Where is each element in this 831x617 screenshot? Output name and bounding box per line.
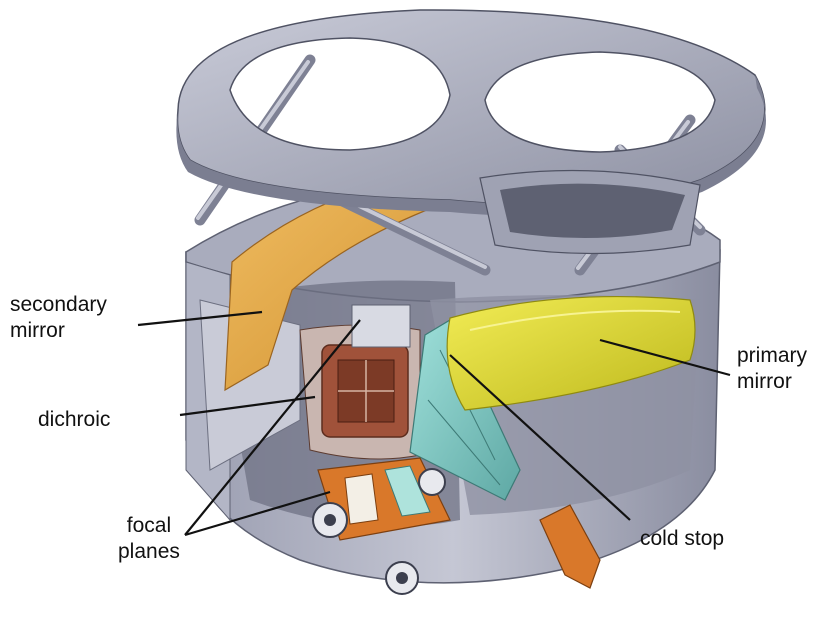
label-primary-mirror-line2: mirror: [737, 370, 792, 393]
leader-lines: [137, 310, 731, 537]
label-focal-planes: focal planes: [118, 513, 180, 565]
label-dichroic: dichroic: [38, 407, 110, 433]
leader-line-focal-planes-1: [184, 319, 361, 536]
top-mounting-ring: [176, 9, 766, 217]
mount-wheels: [312, 468, 446, 595]
label-cold-stop-text: cold stop: [640, 527, 725, 550]
baffle-cone: [479, 169, 701, 255]
label-primary-mirror: primary mirror: [737, 343, 807, 395]
label-secondary-mirror-line2: mirror: [10, 319, 65, 342]
label-cold-stop: cold stop: [640, 526, 724, 552]
label-focal-planes-line1: focal: [126, 514, 172, 537]
leader-line-secondary-mirror: [137, 310, 263, 327]
label-primary-mirror-line1: primary: [737, 344, 808, 367]
label-focal-planes-line2: planes: [118, 540, 180, 563]
label-dichroic-text: dichroic: [38, 408, 111, 431]
leader-line-focal-planes-2: [184, 490, 331, 537]
leader-line-primary-mirror: [599, 338, 731, 377]
leader-line-dichroic: [179, 395, 316, 417]
label-secondary-mirror-line1: secondary: [10, 293, 107, 316]
primary-mirror-part: [446, 296, 696, 411]
leader-line-cold-stop: [449, 354, 631, 521]
label-secondary-mirror: secondary mirror: [10, 292, 107, 344]
focal-planes-part: [317, 457, 601, 589]
dichroic-part: [299, 304, 421, 460]
